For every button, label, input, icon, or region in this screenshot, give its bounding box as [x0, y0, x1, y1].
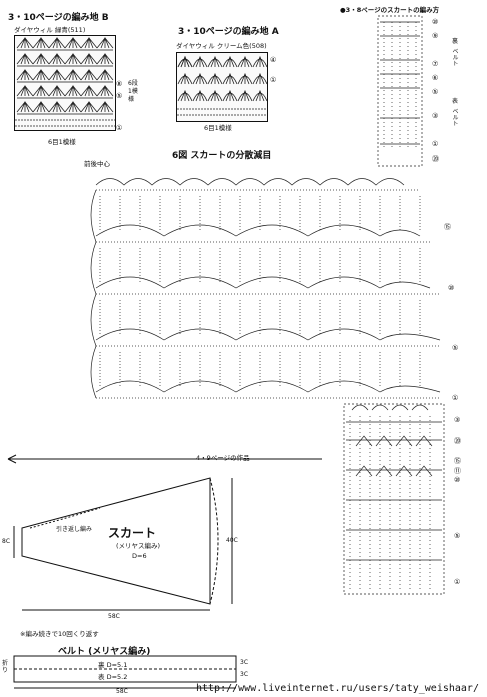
mid-mark-15: ⑮ [444, 223, 451, 231]
swatch-a-mark-2: ① [270, 76, 277, 84]
swatch-b-mark-3: ① [116, 124, 123, 132]
schematic-title: 4・9ページの作品 [196, 454, 250, 462]
right-vlabel-2: ベルト [451, 48, 458, 66]
swatch-a-chart [176, 52, 268, 122]
mid-mark-5: ⑤ [452, 344, 459, 352]
right-mark-1: ⑩ [432, 18, 439, 26]
right-mark-5: ⑤ [432, 88, 439, 96]
skirt-sub: (メリヤス編み) [116, 542, 161, 550]
swatch-a-title: 3・10ページの編み地 A [178, 27, 279, 37]
belt-back: 裏 D=5.1 [98, 661, 128, 669]
swatch-b-mark-1: ⑧ [116, 80, 123, 88]
watermark-url: http://www.liveinternet.ru/users/taty_we… [196, 683, 479, 694]
swatch-b-mark-2: ⑤ [116, 92, 123, 100]
lower-mark-4: ⑪ [454, 467, 461, 475]
left-dim: 8C [2, 538, 11, 545]
right-vlabel-3: 表 [452, 98, 459, 105]
right-mark-4: ⑥ [432, 74, 439, 82]
lower-mark-1: ③ [454, 416, 461, 424]
right-mark-7: ① [432, 140, 439, 148]
right-vlabel-4: ベルト [451, 108, 458, 126]
pickup-label: 引き返し編み [56, 526, 93, 533]
lower-mark-7: ① [454, 578, 461, 586]
right-vlabel-1: 裏 [452, 38, 459, 45]
skirt-chart-title: 6図 スカートの分散減目 [172, 151, 272, 161]
skirt-chart-header: ●3・8ページのスカートの編み方 [340, 6, 440, 14]
swatch-b-bottom-label: 6目1模様 [48, 138, 76, 146]
belt-right-dim: 3C [240, 659, 249, 666]
bottom-dim: 58C [108, 613, 120, 620]
swatch-b-side-label: 6段1模様 [128, 80, 138, 103]
right-mark-2: ⑨ [432, 32, 439, 40]
repeat-note: ※編み続きで10回くり返す [20, 630, 99, 638]
belt-right-dim-2: 3C [240, 671, 249, 678]
mid-mark-10: ⑩ [448, 284, 455, 292]
lower-mark-5: ⑩ [454, 476, 461, 484]
belt-bottom-dim: 58C [116, 688, 128, 695]
lower-mark-2: ⑳ [454, 437, 461, 445]
right-mark-8: ⑳ [432, 155, 439, 163]
belt-title: ベルト (メリヤス編み) [58, 647, 151, 657]
swatch-a-bottom-label: 6目1模様 [204, 124, 232, 132]
center-front-label: 前後中心 [84, 160, 110, 168]
right-dim: 40C [226, 537, 238, 544]
lower-mark-6: ⑤ [454, 532, 461, 540]
skirt-label: スカート [108, 526, 157, 540]
d-value: D=6 [132, 552, 147, 560]
belt-front: 表 D=5.2 [98, 673, 128, 681]
right-mark-6: ③ [432, 112, 439, 120]
swatch-a-yarn: ダイヤウィル クリーム色(508) [176, 42, 267, 50]
belt-fold: 折り [2, 660, 9, 674]
swatch-a-mark-1: ④ [270, 56, 277, 64]
swatch-b-yarn: ダイヤウィル 緑青(511) [14, 26, 86, 34]
swatch-b-chart [14, 35, 116, 131]
mid-mark-1: ① [452, 394, 459, 402]
right-mark-3: ⑦ [432, 60, 439, 68]
lower-mark-3: ⑮ [454, 457, 461, 465]
swatch-b-title: 3・10ページの編み地 B [8, 13, 109, 23]
